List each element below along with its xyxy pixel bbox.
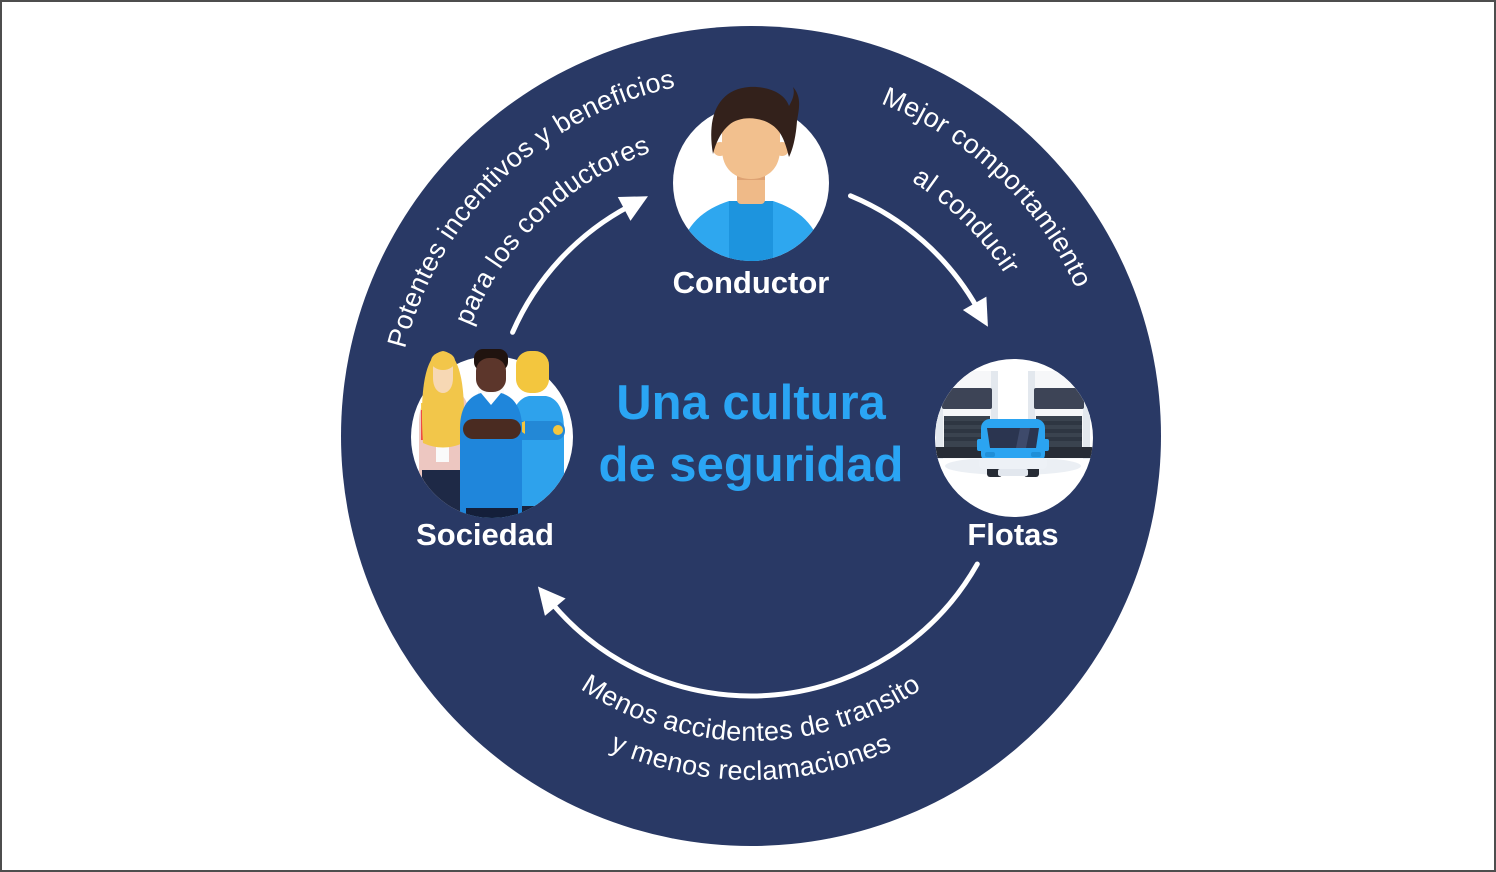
arrow-conductor-to-flotas-icon — [848, 193, 988, 327]
sociedad-label: Sociedad — [416, 517, 554, 552]
conductor-label: Conductor — [673, 265, 830, 300]
node-sociedad: Sociedad — [411, 349, 573, 552]
driver-avatar-icon — [678, 86, 824, 261]
fleet-trucks-icon — [935, 371, 1093, 477]
title-line-1: Una cultura — [616, 376, 886, 430]
arrow-flotas-to-sociedad-icon — [537, 561, 980, 699]
cycle-title: Una cultura de seguridad — [599, 376, 904, 492]
title-line-2: de seguridad — [599, 438, 904, 492]
arrow-sociedad-to-conductor-icon — [510, 196, 648, 335]
background-circle — [341, 26, 1161, 846]
node-flotas: Flotas — [935, 359, 1093, 552]
node-conductor: Conductor — [673, 86, 830, 300]
flotas-label: Flotas — [967, 517, 1058, 552]
society-people-icon — [419, 349, 565, 518]
